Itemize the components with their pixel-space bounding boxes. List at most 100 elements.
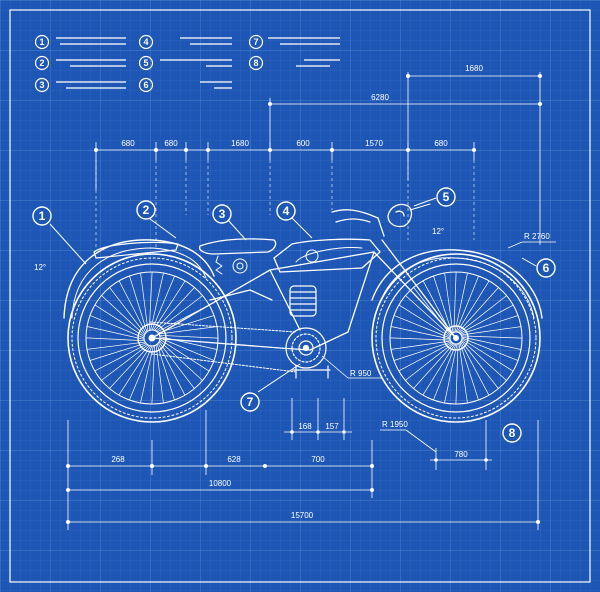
legend <box>34 34 340 93</box>
legend-number-1: 1 <box>39 37 44 47</box>
spoke <box>458 342 468 404</box>
spoke <box>457 287 499 333</box>
top-dimension-labels: 1680 6280 680 680 1680 600 1570 680 <box>121 64 483 148</box>
spoke <box>454 272 468 333</box>
top-dimension-lines <box>94 72 543 250</box>
tank-cap <box>305 249 319 263</box>
legend-item-5 <box>138 55 232 71</box>
seat <box>198 238 277 255</box>
spoke <box>461 337 519 361</box>
dim-15700: 15700 <box>291 511 314 520</box>
spoke <box>154 287 195 331</box>
rear-fender <box>63 239 215 319</box>
spoke <box>390 340 452 350</box>
frame <box>151 239 457 351</box>
spoke <box>433 343 457 401</box>
front-wheel-spokes <box>389 271 523 405</box>
spoke <box>398 304 451 338</box>
dim-10800: 10800 <box>209 479 232 488</box>
callout-circle-3 <box>212 204 232 224</box>
spoke <box>398 342 453 372</box>
spoke <box>458 295 507 334</box>
legend-number-5: 5 <box>143 58 148 68</box>
spoke <box>109 287 146 335</box>
spoke <box>405 342 454 381</box>
callout-leaders <box>49 197 537 393</box>
radius-2760: R 2760 <box>524 232 550 241</box>
legend-item-4 <box>138 34 232 50</box>
dim-700: 700 <box>311 455 325 464</box>
spoke <box>150 272 164 331</box>
spoke <box>89 342 147 361</box>
legend-item-7 <box>248 34 340 50</box>
legend-numbers: 1 2 3 4 5 6 7 8 <box>39 37 258 90</box>
angle-left: 12° <box>34 263 46 272</box>
dim-680-c: 680 <box>434 139 448 148</box>
callout-number-6: 6 <box>543 261 550 275</box>
spoke <box>101 295 145 336</box>
callout-circle-7 <box>240 392 260 412</box>
spoke <box>159 339 210 372</box>
spoke <box>151 345 156 405</box>
callout-circle-1 <box>32 206 52 226</box>
callout-number-8: 8 <box>509 426 516 440</box>
spoke <box>461 339 507 381</box>
spoke <box>389 337 451 341</box>
spoke <box>460 326 522 336</box>
legend-item-6 <box>138 77 232 93</box>
dim-680-a: 680 <box>121 139 135 148</box>
spoke <box>413 343 455 389</box>
spoke <box>109 345 150 389</box>
dim-6280: 6280 <box>371 93 389 102</box>
spoke <box>86 341 146 350</box>
dim-157: 157 <box>325 422 339 431</box>
spoke <box>393 341 452 361</box>
callout-number-3: 3 <box>219 207 226 221</box>
spoke <box>148 271 153 331</box>
dim-600: 600 <box>296 139 310 148</box>
spoke <box>461 335 523 339</box>
spoke <box>158 326 218 335</box>
callout-number-7: 7 <box>247 395 254 409</box>
spoke <box>157 342 186 396</box>
seat-spring <box>215 255 248 275</box>
callout-circle-8 <box>502 423 522 443</box>
footpeg <box>291 365 331 379</box>
frame-border <box>9 9 591 583</box>
radius-1950: R 1950 <box>382 420 408 429</box>
spoke <box>459 342 479 401</box>
spoke <box>433 275 453 334</box>
spoke <box>140 272 149 332</box>
dim-1680-mid: 1680 <box>231 139 249 148</box>
legend-item-1 <box>34 34 126 50</box>
spoke <box>405 295 451 337</box>
spoke <box>159 337 215 361</box>
spoke <box>459 304 514 334</box>
legend-number-7: 7 <box>253 37 258 47</box>
spoke <box>118 345 151 396</box>
callout-numbers: 1 2 3 4 5 6 7 8 <box>39 190 550 440</box>
radius-950: R 950 <box>350 369 372 378</box>
callout-circle-4 <box>276 201 296 221</box>
rear-wheel <box>67 253 237 423</box>
spoke <box>159 340 203 381</box>
callout-number-4: 4 <box>283 204 290 218</box>
legend-item-2 <box>34 55 126 71</box>
legend-item-8 <box>248 55 340 71</box>
spoke <box>118 280 147 334</box>
bottom-dimension-lines <box>66 241 556 530</box>
legend-number-6: 6 <box>143 80 148 90</box>
spoke <box>460 341 490 396</box>
spoke <box>456 280 490 333</box>
spoke <box>461 336 522 350</box>
spoke <box>460 340 499 389</box>
callout-circles <box>32 187 556 443</box>
spoke <box>86 326 145 340</box>
callout-circle-5 <box>436 187 456 207</box>
spoke <box>94 304 145 337</box>
spoke <box>455 343 459 405</box>
headlight <box>387 203 413 228</box>
